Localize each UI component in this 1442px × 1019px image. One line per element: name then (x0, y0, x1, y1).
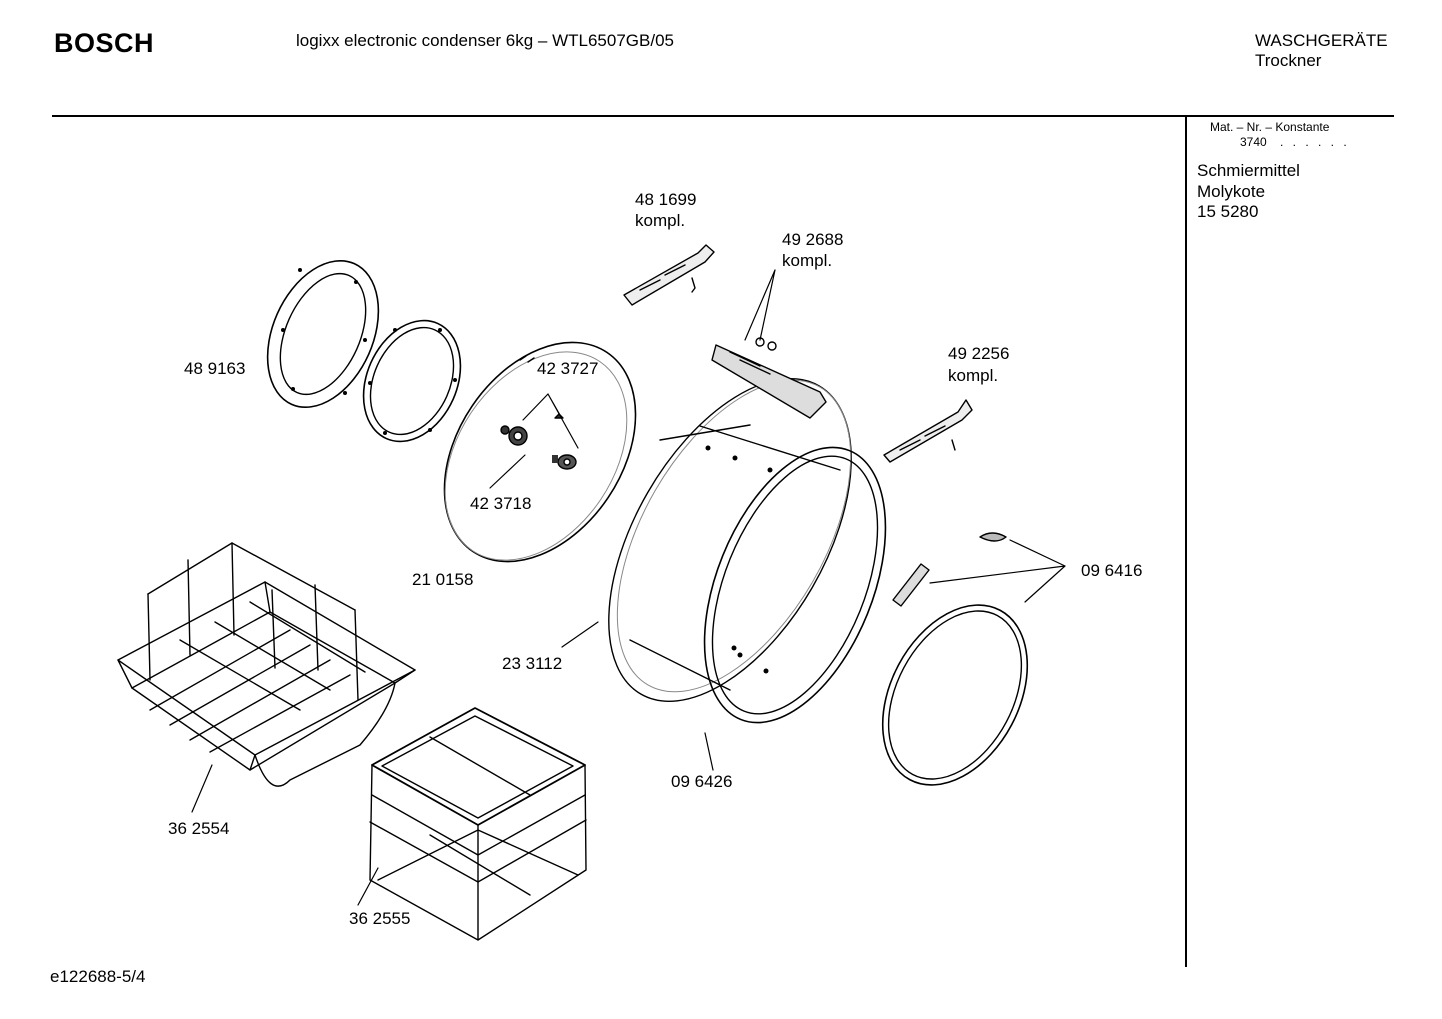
part-label-48-1699: 48 1699 (635, 190, 697, 209)
part-label-23-3112: 23 3112 (502, 654, 563, 673)
category-label: WASCHGERÄTE (1255, 31, 1388, 50)
lubricant-label: Schmiermittel (1197, 161, 1300, 180)
leader-lines (192, 270, 1065, 905)
mat-number-value: 3740 (1240, 135, 1267, 149)
mat-number-label: Mat. – Nr. – Konstante (1210, 120, 1330, 134)
part-inner-seal-ring (345, 305, 478, 457)
part-label-36-2554: 36 2554 (168, 819, 230, 838)
model-title: logixx electronic condenser 6kg – WTL650… (296, 31, 674, 50)
part-label-49-2688: 49 2688 (782, 230, 844, 249)
part-label-36-2555: 36 2555 (349, 909, 411, 928)
lubricant-number: 15 5280 (1197, 202, 1259, 221)
part-label-42-3727: 42 3727 (537, 359, 599, 378)
sidebar-divider (1185, 117, 1187, 967)
lubricant-name: Molykote (1197, 182, 1266, 201)
part-note-49-2688: kompl. (782, 251, 833, 270)
mat-number-dots: . . . . . . (1280, 135, 1350, 149)
part-09-6416-seal (853, 533, 1056, 810)
part-48-9163-gasket (246, 243, 400, 424)
part-48-1699-bracket (624, 245, 714, 305)
part-note-48-1699: kompl. (635, 211, 686, 230)
part-label-48-9163: 48 9163 (184, 359, 246, 378)
part-label-09-6426: 09 6426 (671, 772, 733, 791)
part-label-21-0158: 21 0158 (412, 570, 474, 589)
part-49-2688-bracket (712, 338, 826, 418)
drawing-id: e122688-5/4 (50, 967, 146, 986)
part-label-42-3718: 42 3718 (470, 494, 532, 513)
part-42-3718-bearing (501, 414, 576, 469)
part-21-0158-back-plate (405, 307, 675, 598)
header-divider (52, 115, 1394, 117)
brand-logo: BOSCH (54, 28, 155, 58)
part-note-49-2256: kompl. (948, 366, 999, 385)
part-label-49-2256: 49 2256 (948, 344, 1010, 363)
part-23-3112-drum (559, 338, 922, 748)
part-label-09-6416: 09 6416 (1081, 561, 1143, 580)
subcategory-label: Trockner (1255, 51, 1322, 70)
part-49-2256-bracket (884, 400, 972, 462)
part-36-2554-basket (118, 543, 415, 786)
part-36-2555-frame (370, 708, 586, 940)
